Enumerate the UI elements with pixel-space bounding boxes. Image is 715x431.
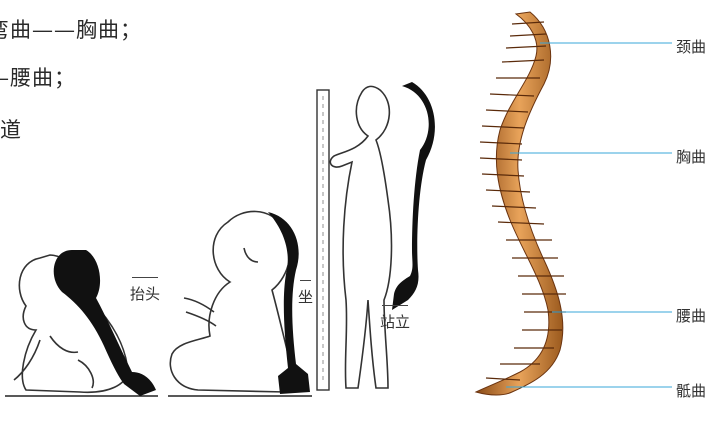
curve-label-cervical: 颈曲 — [676, 36, 706, 57]
curve-label-sacral: 骶曲 — [676, 380, 706, 401]
curve-label-thoracic: 胸曲 — [676, 146, 706, 167]
spine-column — [476, 12, 563, 395]
curve-label-lumbar: 腰曲 — [676, 305, 706, 326]
